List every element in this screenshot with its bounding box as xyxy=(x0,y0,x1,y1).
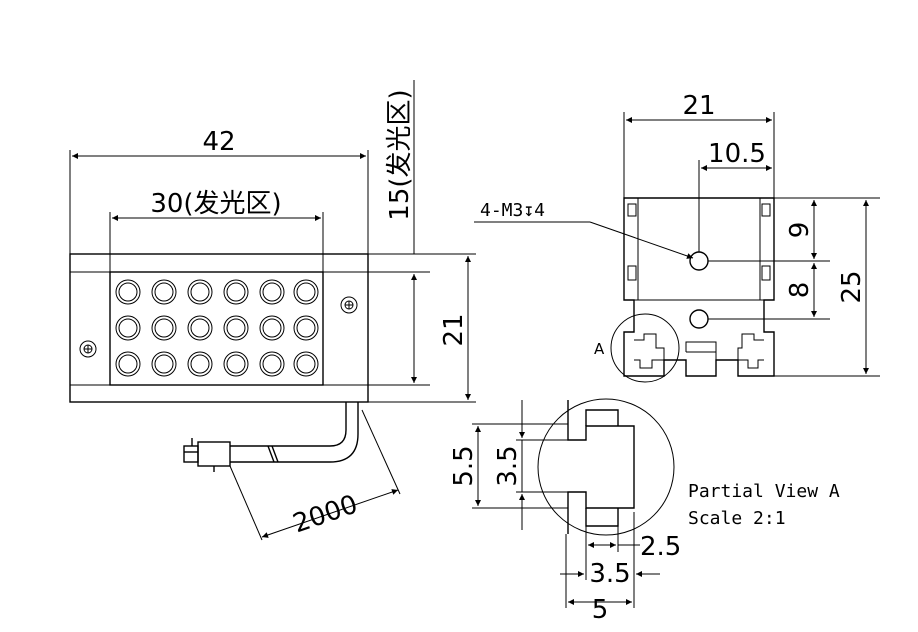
dim-side-height-mid: 8 xyxy=(785,282,815,299)
detail-view-title: Partial View A xyxy=(688,481,840,502)
hole-callout: 4-M3↧4 xyxy=(480,200,545,221)
dim-detail-width-large: 5 xyxy=(592,595,609,625)
detail-profile xyxy=(567,400,635,534)
dim-front-width-emitting: 30(发光区) xyxy=(150,189,281,219)
dim-side-height-overall: 25 xyxy=(837,270,867,303)
dim-front-width-overall: 42 xyxy=(202,127,235,157)
screw-icon xyxy=(340,296,358,314)
side-view: A 4-M3↧4 21 10.5 9 8 25 xyxy=(474,91,880,383)
dim-detail-width-small: 2.5 xyxy=(640,532,681,562)
dim-side-height-top: 9 xyxy=(785,222,815,239)
detail-view-circle xyxy=(537,398,675,536)
light-body-outline xyxy=(69,253,369,403)
detail-marker-circle xyxy=(610,313,680,383)
mount-hole-icon xyxy=(689,309,709,329)
dim-side-width-half: 10.5 xyxy=(708,139,766,169)
dim-side-width-overall: 21 xyxy=(682,91,715,121)
partial-view-a: 5.5 3.5 2.5 3.5 5 Partial View A Scale 2… xyxy=(449,398,840,625)
dim-detail-outer-height: 5.5 xyxy=(449,445,479,486)
dim-detail-inner-height: 3.5 xyxy=(493,445,523,486)
led-array xyxy=(115,279,319,377)
profile-outline xyxy=(623,197,775,377)
dim-front-height-overall: 21 xyxy=(439,313,469,346)
front-view: 42 30(发光区) 15(发光区) 21 2000 xyxy=(69,80,476,541)
screw-icon xyxy=(79,340,97,358)
detail-view-scale: Scale 2:1 xyxy=(688,508,786,529)
dim-detail-width-mid: 3.5 xyxy=(589,559,630,589)
mount-hole-icon xyxy=(689,251,709,271)
dim-front-height-emitting: 15(发光区) xyxy=(385,89,415,220)
emitting-area xyxy=(109,271,324,386)
cable xyxy=(183,402,359,472)
detail-marker-label: A xyxy=(594,340,605,358)
dim-cable-length: 2000 xyxy=(289,489,361,539)
